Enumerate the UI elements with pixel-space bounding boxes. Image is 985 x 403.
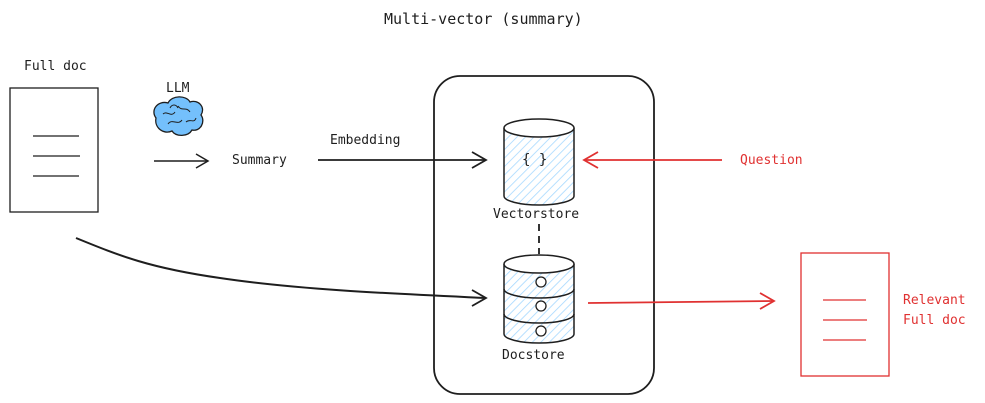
vectorstore-label: Vectorstore — [493, 207, 580, 222]
relevant-full-doc-label: Relevant Full doc — [903, 293, 966, 328]
summary-label: Summary — [232, 153, 287, 168]
summary-to-vectorstore-arrow — [318, 151, 488, 169]
fulldoc-to-docstore-arrow — [75, 237, 488, 307]
brain-icon — [153, 96, 204, 137]
llm-to-summary-arrow — [154, 153, 210, 169]
docstore-label: Docstore — [502, 348, 565, 363]
docstore-to-relevant-arrow — [587, 292, 776, 310]
question-to-vectorstore-arrow — [582, 151, 722, 169]
full-doc-label: Full doc — [24, 59, 87, 74]
question-label: Question — [740, 153, 803, 168]
llm-label: LLM — [166, 81, 190, 96]
vectorstore-glyph: { } — [522, 152, 548, 168]
relevant-doc-document — [800, 252, 890, 377]
embedding-label: Embedding — [330, 133, 401, 148]
full-doc-document — [9, 87, 99, 213]
store-container — [433, 75, 655, 395]
vectorstore-cylinder — [503, 118, 575, 206]
docstore-cylinder — [503, 254, 575, 344]
diagram-title: Multi-vector (summary) — [384, 10, 583, 28]
